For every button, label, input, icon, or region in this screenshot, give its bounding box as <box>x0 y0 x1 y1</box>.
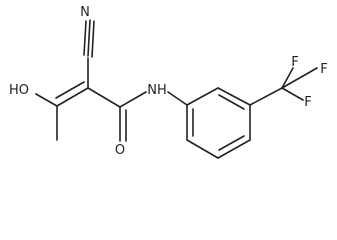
ring-to-cf3-bond <box>249 87 283 106</box>
n-to-ring-bond <box>167 91 188 106</box>
fluorine-right-label: F <box>320 62 327 77</box>
carbonyl-o-label: O <box>115 143 125 158</box>
benzene-ring <box>186 87 251 159</box>
amide-c-n-bond <box>119 91 147 108</box>
alpha-to-beta-double-bond-1 <box>56 87 89 107</box>
alpha-to-beta-double-bond-2 <box>55 81 85 99</box>
nitrile-n-label: N <box>80 5 90 20</box>
amide-nh-label: NH <box>147 83 167 98</box>
nitrile-bond <box>83 19 95 58</box>
hydroxyl-label: HO <box>9 83 29 98</box>
cf3-bond-top <box>281 67 294 89</box>
fluorine-top-label: F <box>291 55 298 70</box>
structure-diagram: N HO NH O F F F <box>9 5 328 159</box>
cf3-bond-right <box>281 67 318 89</box>
fluorine-bottom-label: F <box>304 95 311 110</box>
beta-to-hydroxyl-bond <box>35 93 58 107</box>
cf3-bond-bottom <box>281 87 304 101</box>
alpha-to-amide-carbon-bond <box>87 87 121 108</box>
